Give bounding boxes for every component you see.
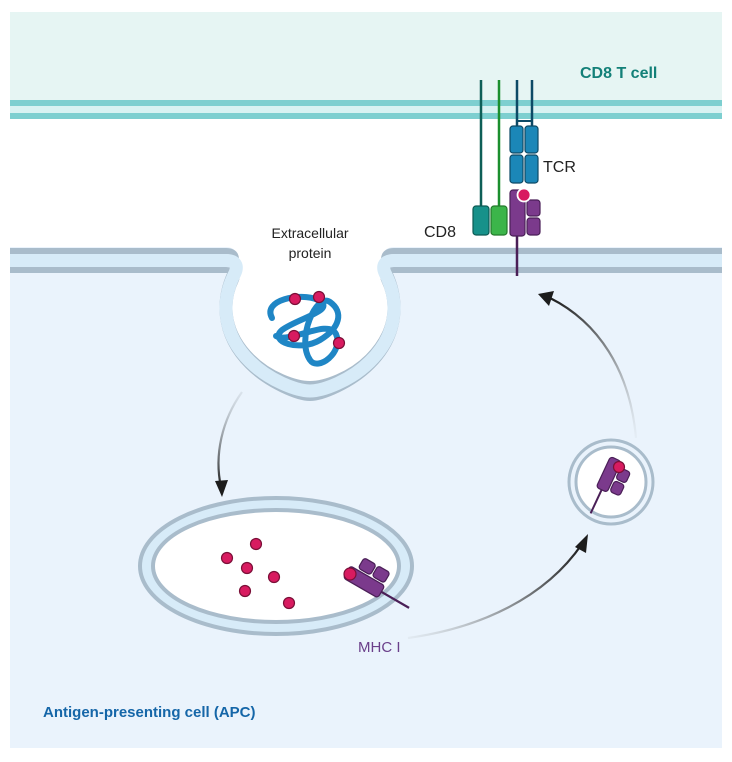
t-cell-membrane-inner <box>10 113 722 119</box>
cd8-label: CD8 <box>424 224 456 241</box>
antigen-dot-icon <box>240 561 254 575</box>
antigen-dot-icon <box>516 187 532 203</box>
cd8-coreceptor-icon <box>472 80 508 236</box>
extracellular-protein-coil-icon <box>267 290 346 367</box>
mhc-label: MHC I <box>358 639 401 656</box>
t-cell-region <box>10 12 722 119</box>
transport-vesicle-icon <box>567 438 655 526</box>
antigen-dot-icon <box>288 292 302 306</box>
antigen-dot-icon <box>332 336 346 350</box>
curved-arrow-icon <box>538 291 638 439</box>
antigen-dot-icon <box>220 551 234 565</box>
endosome <box>138 496 414 636</box>
tcr-label: TCR <box>543 159 576 176</box>
antigen-dot-icon <box>343 567 357 581</box>
tcr-receptor-icon <box>509 80 539 184</box>
apc-label: Antigen-presenting cell (APC) <box>43 704 256 721</box>
curved-arrow-icon <box>407 534 588 640</box>
apc-region <box>10 247 722 748</box>
apc-cytoplasm <box>10 247 722 748</box>
antigen-dot-icon <box>287 329 301 343</box>
t-cell-membrane-outer <box>10 100 722 106</box>
extracellular-protein-label-line2: protein <box>289 245 332 261</box>
extracellular-protein-label-line1: Extracellular <box>271 225 348 241</box>
t-cell-cytoplasm <box>10 12 722 107</box>
t-cell-label: CD8 T cell <box>580 65 657 82</box>
antigen-dot-icon <box>267 570 281 584</box>
antigen-dot-icon <box>238 584 252 598</box>
antigen-dot-icon <box>282 596 296 610</box>
antigen-dot-icon <box>312 290 326 304</box>
membrane-mhc-i-molecule-icon <box>509 187 541 276</box>
antigen-dot-icon <box>612 460 626 474</box>
antigen-dot-icon <box>249 537 263 551</box>
curved-arrow-icon <box>215 391 243 497</box>
